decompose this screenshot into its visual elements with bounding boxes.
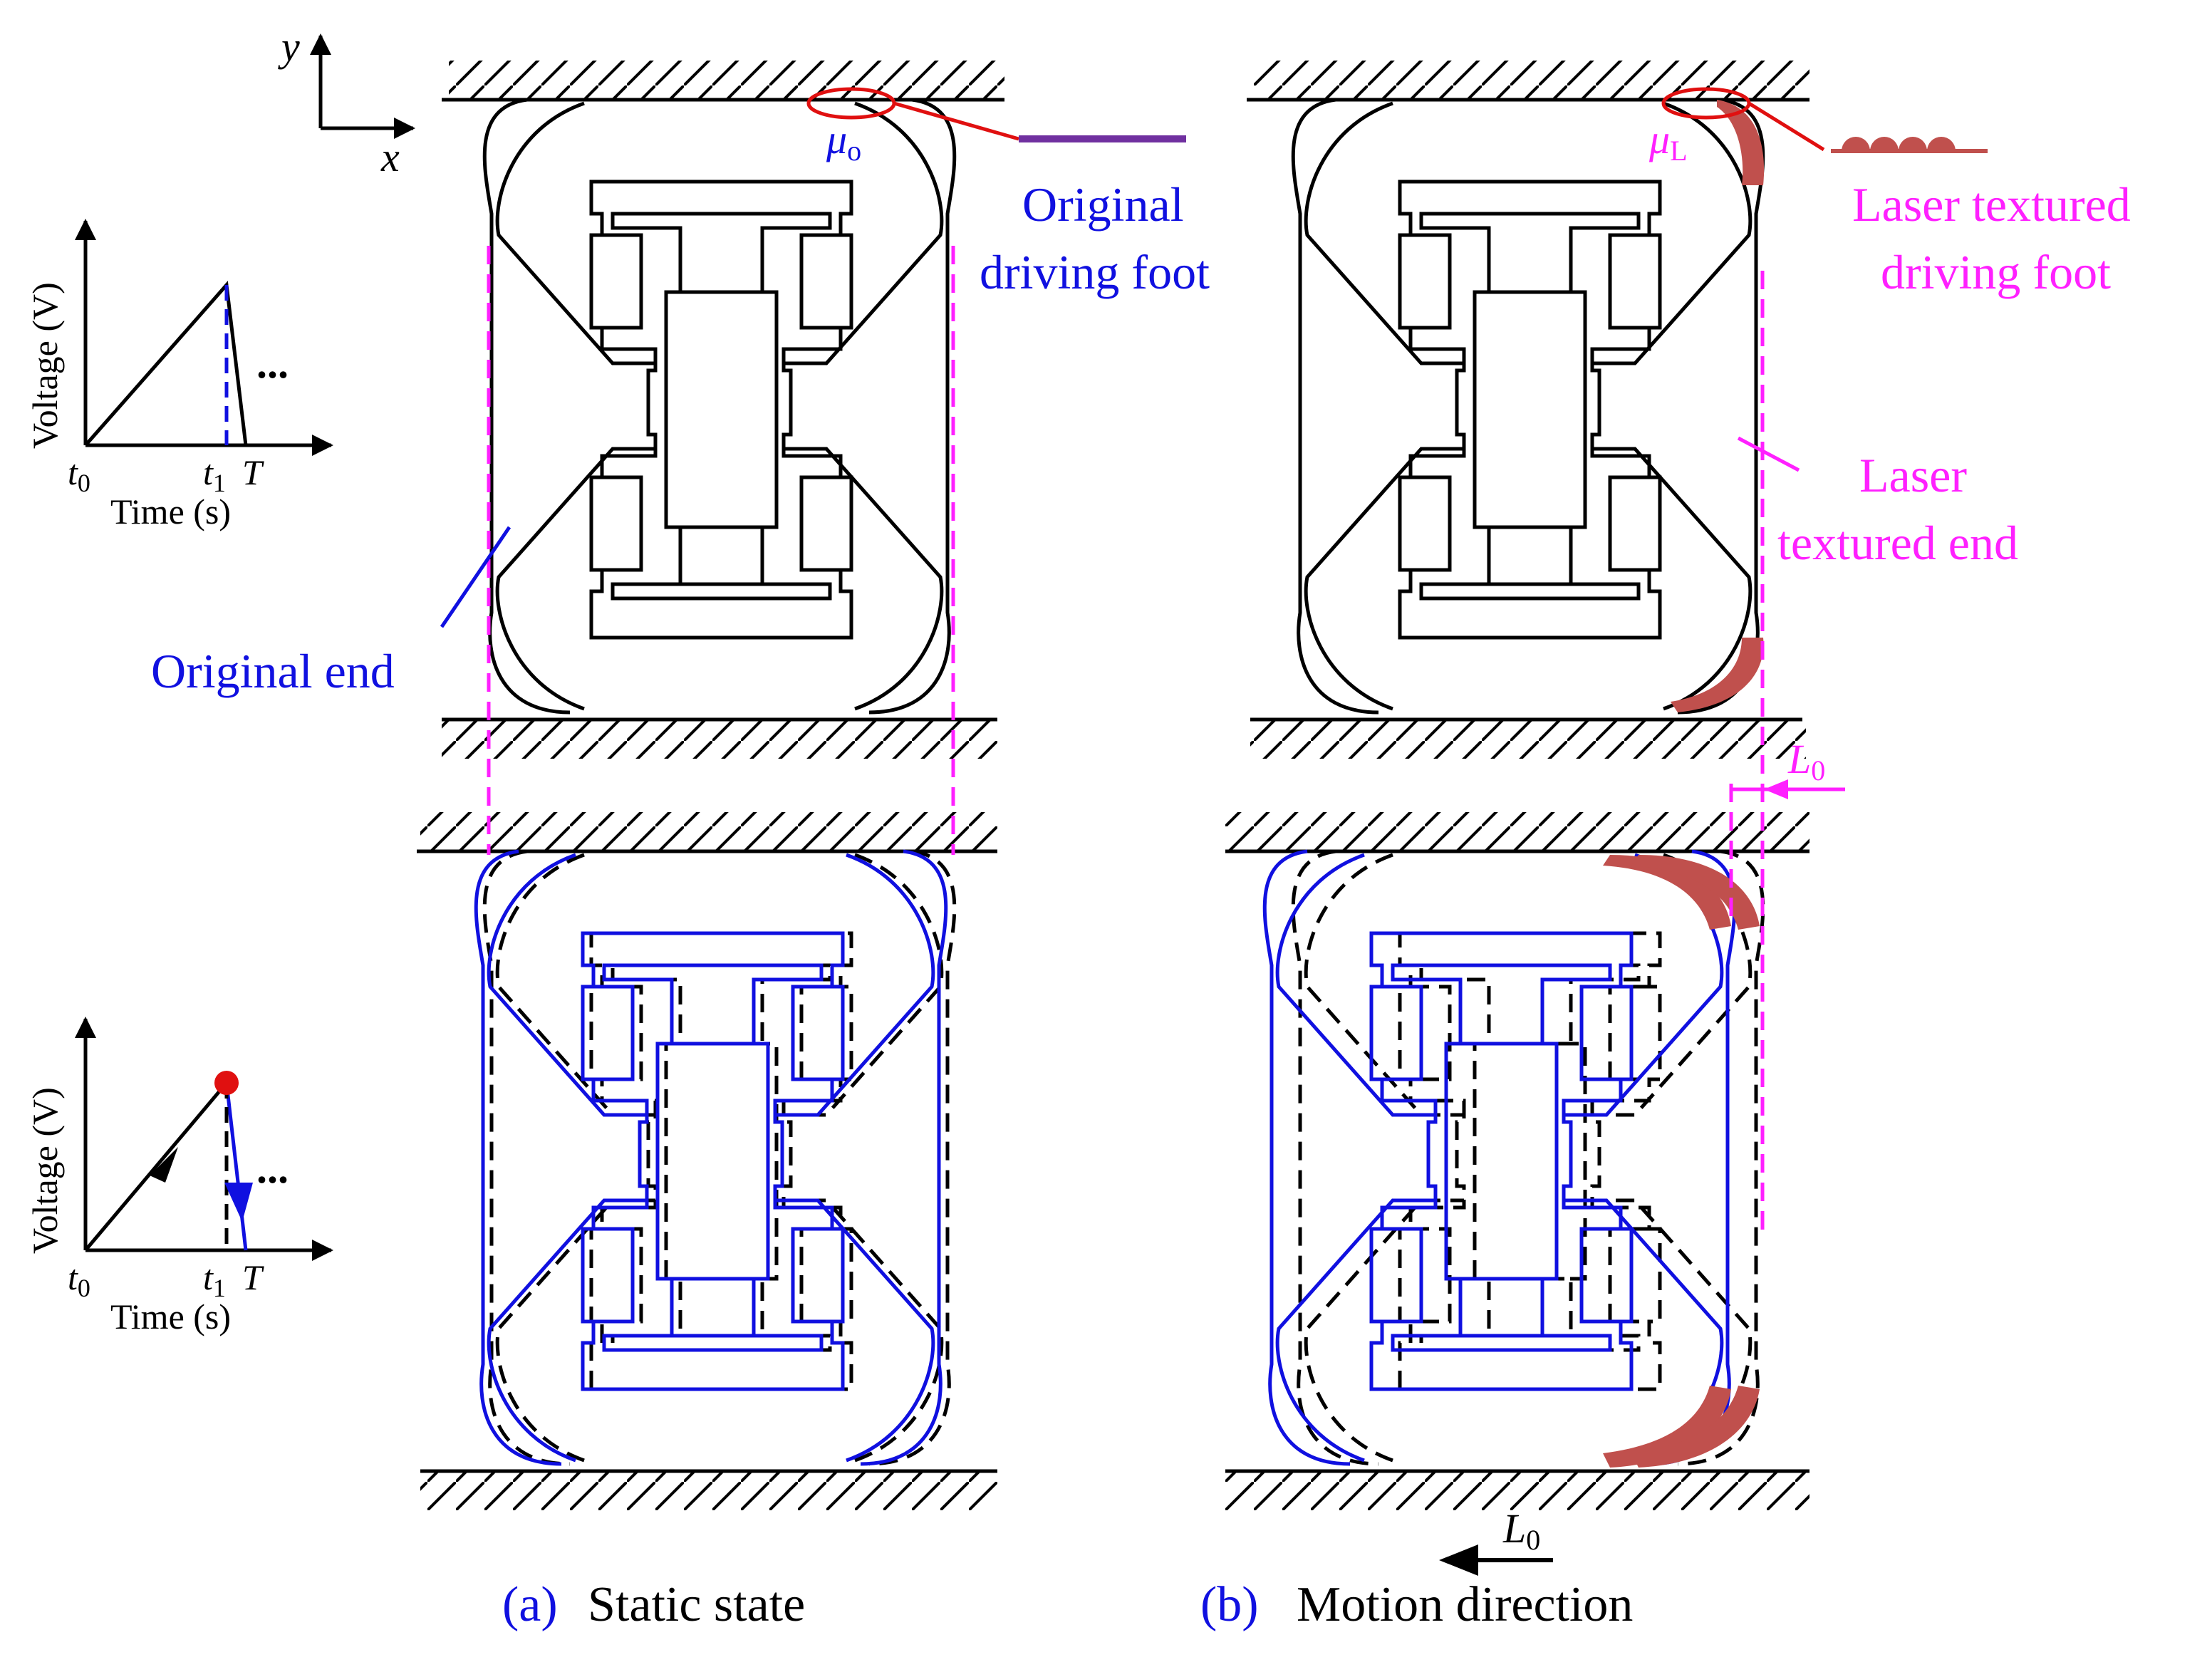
panel-a-annotations: μo Original driving foot Original end (a… [151, 87, 1210, 1632]
L0-top-label: L0 [1787, 736, 1825, 786]
voltage-peak-marker [214, 1071, 239, 1095]
stage-a-static [484, 100, 955, 712]
voltage-graph-top-ylabel: Voltage (V) [25, 282, 65, 449]
laser-end-label-2: textured end [1777, 516, 2018, 570]
caption-b-tag: (b) [1200, 1577, 1259, 1632]
voltage-graph-top-dots: ... [256, 340, 289, 387]
axis-y-label: y [278, 24, 300, 70]
reference-lines [487, 246, 1765, 1232]
axis-x-label: x [380, 134, 400, 180]
laser-end-label-1: Laser [1859, 448, 1967, 502]
panel-b-annotations: μL Laser textured driving foot Laser tex… [1200, 87, 2131, 1632]
caption-a-text: Static state [588, 1577, 805, 1632]
stage-a-deformed-blue [476, 851, 946, 1464]
mu-l-label: μL [1648, 116, 1688, 167]
voltage-graph-top-T: T [242, 452, 264, 492]
stage-b-static [1293, 100, 1763, 712]
voltage-graph-top: ... Voltage (V) t0 t1 T Time (s) [25, 219, 333, 531]
caption-b-text: Motion direction [1297, 1577, 1633, 1632]
voltage-graph-bottom-t1: t1 [203, 1257, 226, 1302]
stage-b-deformed-blue [1265, 851, 1735, 1464]
laser-foot-label-1: Laser textured [1852, 177, 2131, 232]
original-foot-label-1: Original [1022, 177, 1184, 232]
voltage-graph-top-t0: t0 [68, 452, 90, 497]
original-foot-label-2: driving foot [980, 245, 1210, 299]
voltage-graph-bottom: ... Voltage (V) t0 t1 T Time (s) [25, 1017, 333, 1336]
mu-o-label: μo [826, 116, 861, 167]
voltage-graph-top-xlabel: Time (s) [110, 492, 231, 531]
L0-bottom-label: L0 [1502, 1505, 1540, 1556]
voltage-graph-bottom-t0: t0 [68, 1257, 90, 1302]
stage-a-original-dashed [484, 851, 955, 1464]
original-end-label: Original end [151, 644, 395, 698]
laser-textured-foot-bottom-b [1603, 855, 1760, 1468]
laser-textured-surface-icon [1831, 137, 1988, 153]
laser-foot-label-2: driving foot [1881, 245, 2111, 299]
voltage-graph-bottom-xlabel: Time (s) [110, 1297, 231, 1336]
caption-a-tag: (a) [502, 1577, 558, 1632]
voltage-graph-bottom-ylabel: Voltage (V) [25, 1087, 65, 1254]
voltage-graph-bottom-dots: ... [256, 1145, 289, 1192]
xy-axis-indicator: y x [278, 24, 415, 180]
stage-b-original-dashed [1293, 851, 1763, 1464]
voltage-graph-bottom-T: T [242, 1257, 264, 1297]
laser-textured-foot-top-b [1671, 100, 1765, 712]
voltage-graph-top-t1: t1 [203, 452, 226, 497]
rails [417, 61, 1809, 1510]
